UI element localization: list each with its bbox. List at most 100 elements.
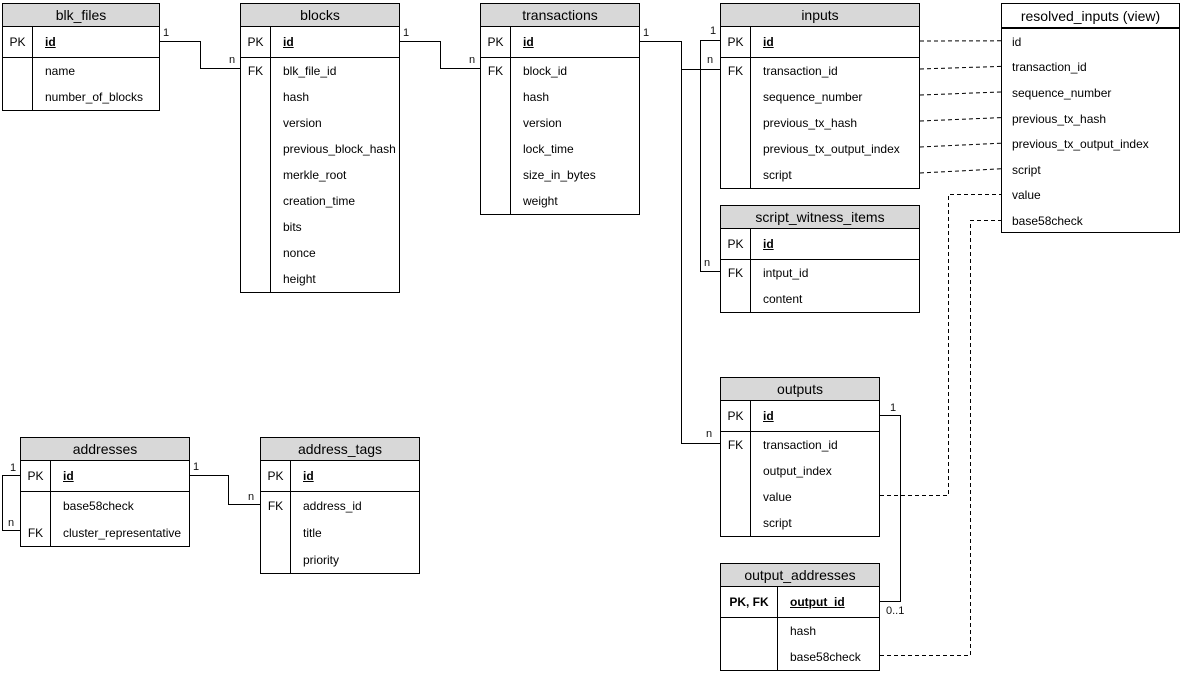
field-row-id: PK id <box>721 229 919 260</box>
cardinality-output_addresses-zero-one: 0..1 <box>886 605 905 617</box>
field-row-id: PK id <box>261 461 419 492</box>
field-cell: block_id <box>511 64 567 78</box>
field-row-id: id <box>1012 34 1022 49</box>
field-name: previous_tx_hash <box>763 116 858 130</box>
table-title: transactions <box>481 4 639 27</box>
field-name: transaction_id <box>763 64 838 78</box>
key-label <box>721 510 751 536</box>
field-cell: size_in_bytes <box>511 168 596 182</box>
field-cell: transaction_id <box>751 438 838 452</box>
field-name: id <box>283 35 294 49</box>
key-label: PK <box>261 461 291 491</box>
line-inputs-previous_tx_hash-resolved <box>919 117 1002 122</box>
field-name: id <box>303 469 314 483</box>
line-inputs-previous_tx_output_index-resolved <box>919 142 1002 148</box>
field-cell: blk_file_id <box>271 64 336 78</box>
field-row-number_of_blocks: number_of_blocks <box>3 84 159 110</box>
field-name: output_index <box>763 464 832 478</box>
field-cell: cluster_representative <box>51 526 181 540</box>
key-label: PK <box>721 27 751 57</box>
key-label: PK, FK <box>721 587 778 617</box>
field-name: number_of_blocks <box>45 90 144 104</box>
table-title: blocks <box>241 4 399 27</box>
field-cell: hash <box>271 90 309 104</box>
field-row-hash: hash <box>721 618 879 644</box>
key-label <box>481 162 511 188</box>
key-label <box>241 214 271 240</box>
field-cell: hash <box>778 624 816 638</box>
cardinality-blocks-many: n <box>229 54 236 66</box>
field-cell: address_id <box>291 499 362 513</box>
field-cell: value <box>751 490 792 504</box>
field-row-previous_block_hash: previous_block_hash <box>241 136 399 162</box>
key-label <box>241 188 271 214</box>
table-title: blk_files <box>3 4 159 27</box>
field-cell: output_index <box>751 464 832 478</box>
field-name: id <box>763 35 774 49</box>
key-label <box>721 286 751 312</box>
key-label <box>721 618 778 644</box>
field-row-creation_time: creation_time <box>241 188 399 214</box>
key-label <box>241 84 271 110</box>
field-row-lock_time: lock_time <box>481 136 639 162</box>
field-cell: sequence_number <box>751 90 862 104</box>
field-name: version <box>523 116 562 130</box>
field-name: id <box>763 237 774 251</box>
key-label <box>721 136 751 162</box>
key-label: FK <box>261 492 291 519</box>
field-row-base58check: base58check <box>1012 213 1083 228</box>
line-blocks-transactions <box>400 41 480 69</box>
field-row-name: name <box>3 58 159 84</box>
field-name: id <box>63 469 74 483</box>
table-title: address_tags <box>261 438 419 461</box>
field-name: height <box>283 272 316 286</box>
field-row-title: title <box>261 519 419 546</box>
field-name: weight <box>523 194 558 208</box>
line-inputs-sequence_number-resolved <box>919 91 1002 96</box>
field-name: script <box>763 168 792 182</box>
field-cell: base58check <box>778 650 861 664</box>
cardinality-addresses-one: 1 <box>193 461 200 473</box>
field-row-content: content <box>721 286 919 312</box>
field-cell: name <box>33 64 75 78</box>
field-row-nonce: nonce <box>241 240 399 266</box>
key-label <box>721 84 751 110</box>
field-name: nonce <box>283 246 316 260</box>
field-cell: number_of_blocks <box>33 90 143 104</box>
field-cell: lock_time <box>511 142 574 156</box>
field-row-value: value <box>1012 188 1041 203</box>
field-cell: priority <box>291 553 339 567</box>
field-name: blk_file_id <box>283 64 337 78</box>
field-row-base58check: base58check <box>21 492 189 519</box>
field-row-base58check: base58check <box>721 644 879 670</box>
table-title: addresses <box>21 438 189 461</box>
field-cell: previous_tx_hash <box>751 116 857 130</box>
field-cell: creation_time <box>271 194 355 208</box>
line-transactions-outputs <box>640 41 720 444</box>
line-blk_files-blocks <box>160 41 240 69</box>
key-label: PK <box>721 229 751 259</box>
field-cell: content <box>751 292 802 306</box>
field-row-script: script <box>1012 162 1041 177</box>
field-row-bits: bits <box>241 214 399 240</box>
field-row-version: version <box>241 110 399 136</box>
cardinality-inputs-one: 1 <box>710 25 717 37</box>
field-cell: script <box>751 168 792 182</box>
field-row-version: version <box>481 110 639 136</box>
field-row-sequence_number: sequence_number <box>1012 85 1112 100</box>
key-label <box>3 84 33 110</box>
